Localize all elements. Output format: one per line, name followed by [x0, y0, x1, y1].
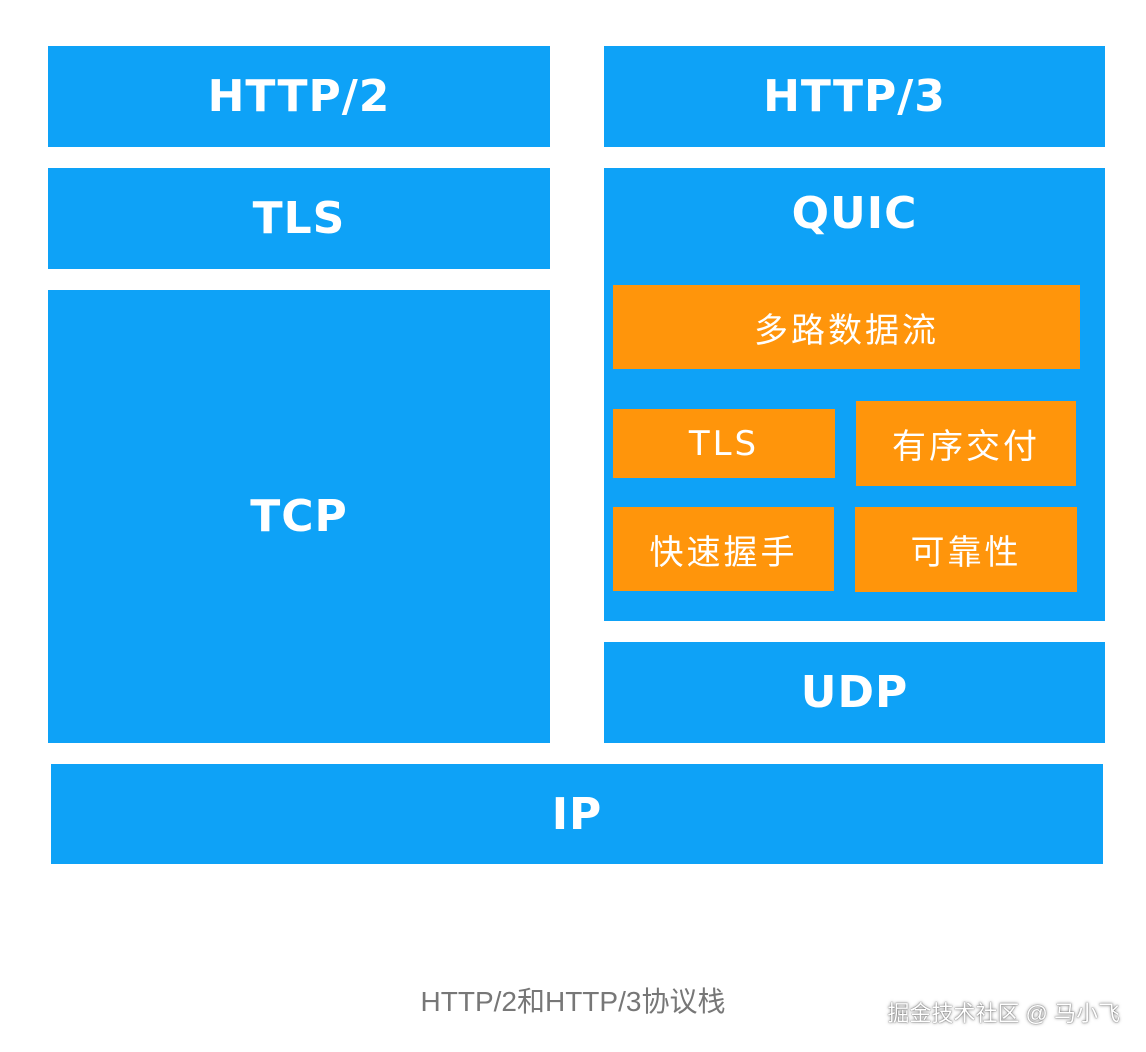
multiplexed-streams-label: 多路数据流	[754, 310, 939, 351]
diagram-caption: HTTP/2和HTTP/3协议栈	[420, 986, 726, 1017]
http2-layer: HTTP/2	[48, 46, 550, 147]
http2-label: HTTP/2	[207, 71, 391, 122]
quic-feature-ordered-delivery: 有序交付	[856, 401, 1076, 486]
quic-layer: QUIC 多路数据流 TLS 有序交付 快速握手 可靠性	[604, 168, 1105, 621]
http2-tls-layer: TLS	[48, 168, 550, 269]
udp-label: UDP	[800, 667, 909, 718]
quic-feature-reliability: 可靠性	[855, 507, 1077, 592]
http3-layer: HTTP/3	[604, 46, 1105, 147]
quic-feature-fast-handshake: 快速握手	[613, 507, 834, 591]
ordered-delivery-label: 有序交付	[892, 427, 1040, 467]
ip-label: IP	[551, 788, 603, 840]
watermark: 掘金技术社区 @ 马小飞	[887, 1001, 1120, 1026]
http2-tls-label: TLS	[252, 193, 346, 244]
quic-feature-multiplexed-streams: 多路数据流	[613, 285, 1080, 369]
quic-tls-label: TLS	[688, 423, 760, 464]
quic-feature-tls: TLS	[613, 409, 835, 478]
fast-handshake-label: 快速握手	[649, 532, 798, 573]
ip-layer: IP	[51, 764, 1103, 864]
http3-label: HTTP/3	[763, 71, 946, 122]
udp-layer: UDP	[604, 642, 1105, 743]
quic-label: QUIC	[791, 188, 918, 239]
reliability-label: 可靠性	[910, 533, 1022, 573]
tcp-layer: TCP	[48, 290, 550, 743]
tcp-label: TCP	[250, 491, 348, 542]
